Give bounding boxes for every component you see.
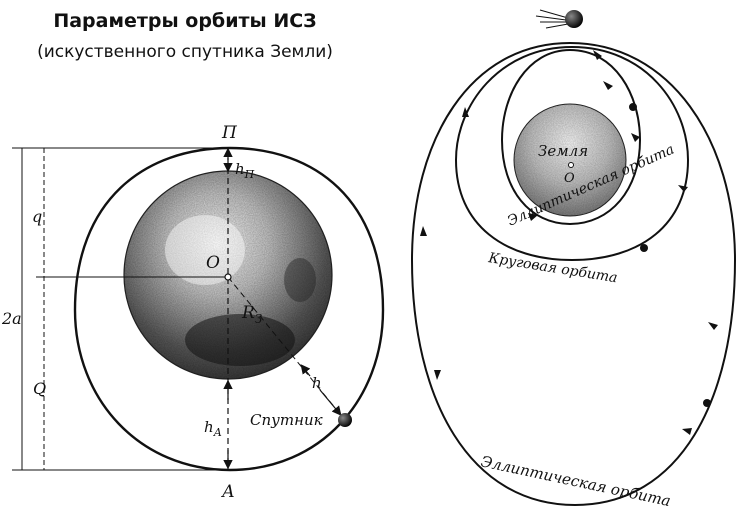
- diagram-title: Параметры орбиты ИСЗ: [53, 10, 317, 32]
- radius-label: RЗ: [241, 303, 262, 326]
- apogee-altitude-label: hА: [204, 418, 222, 439]
- right-orbit-diagram: Земля О Эллиптическая орбита Круговая ор…: [410, 9, 737, 510]
- satellite-label: Спутник: [250, 411, 323, 429]
- earth-center-point: [568, 162, 574, 168]
- q-label: q: [32, 207, 42, 226]
- satellite-orbit: [73, 146, 385, 472]
- outer-elliptical-orbit: [410, 41, 737, 507]
- perigee-label: П: [221, 123, 238, 143]
- earth-center-label: О: [564, 171, 575, 186]
- satellite-dot-inner: [629, 103, 637, 111]
- orbit-direction-arrows: [420, 50, 718, 435]
- diagram-subtitle: (искуственного спутника Земли): [37, 42, 333, 62]
- altitude-label: h: [312, 374, 322, 392]
- earth-label: Земля: [538, 142, 588, 160]
- satellite-dot-outer: [703, 399, 711, 407]
- inner-elliptical-orbit: [500, 48, 642, 226]
- left-orbit-diagram: П А О RЗ hП hА h q Q 2a Спутник: [1, 123, 385, 502]
- sputnik-icon: [535, 9, 583, 29]
- apogee-label: А: [221, 482, 235, 502]
- earth-right: [513, 103, 627, 217]
- center-point: [224, 273, 232, 281]
- outer-orbit-label: Эллиптическая орбита: [479, 452, 672, 510]
- perigee-altitude-label: hП: [235, 160, 255, 181]
- circular-orbit-label: Круговая орбита: [486, 250, 618, 286]
- major-axis-label: 2a: [1, 309, 22, 328]
- satellite-icon: [338, 413, 352, 427]
- satellite-dot-circular: [640, 244, 648, 252]
- circular-orbit: [454, 45, 690, 262]
- Q-label: Q: [33, 379, 46, 398]
- center-label: О: [206, 253, 220, 273]
